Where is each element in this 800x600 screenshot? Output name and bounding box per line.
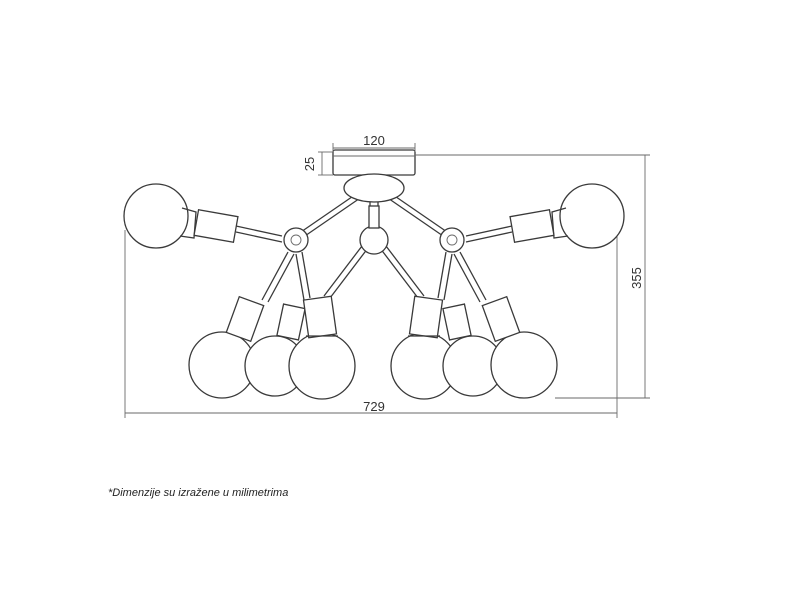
bulb-lower-right-middle bbox=[442, 303, 504, 397]
canopy-height-label: 25 bbox=[302, 157, 317, 171]
bulb-upper-left bbox=[123, 183, 239, 249]
bulb-upper-right bbox=[509, 183, 625, 249]
canopy-width-label: 120 bbox=[363, 133, 385, 148]
bulb-lower-left-outer bbox=[188, 295, 265, 399]
bulb-lower-right-outer bbox=[481, 295, 558, 399]
dimension-lines bbox=[124, 143, 650, 418]
total-height-label: 355 bbox=[629, 267, 644, 289]
ceiling-canopy bbox=[332, 149, 416, 176]
total-width-label: 729 bbox=[363, 399, 385, 414]
bulb-lower-right-inner bbox=[390, 295, 458, 400]
arm-joints bbox=[283, 227, 465, 253]
bulb-lower-left-middle bbox=[244, 303, 306, 397]
mount-hub bbox=[343, 173, 405, 255]
dimensions-note: *Dimenzije su izražene u milimetrima bbox=[108, 487, 289, 499]
bulb-lower-left-inner bbox=[288, 295, 356, 400]
